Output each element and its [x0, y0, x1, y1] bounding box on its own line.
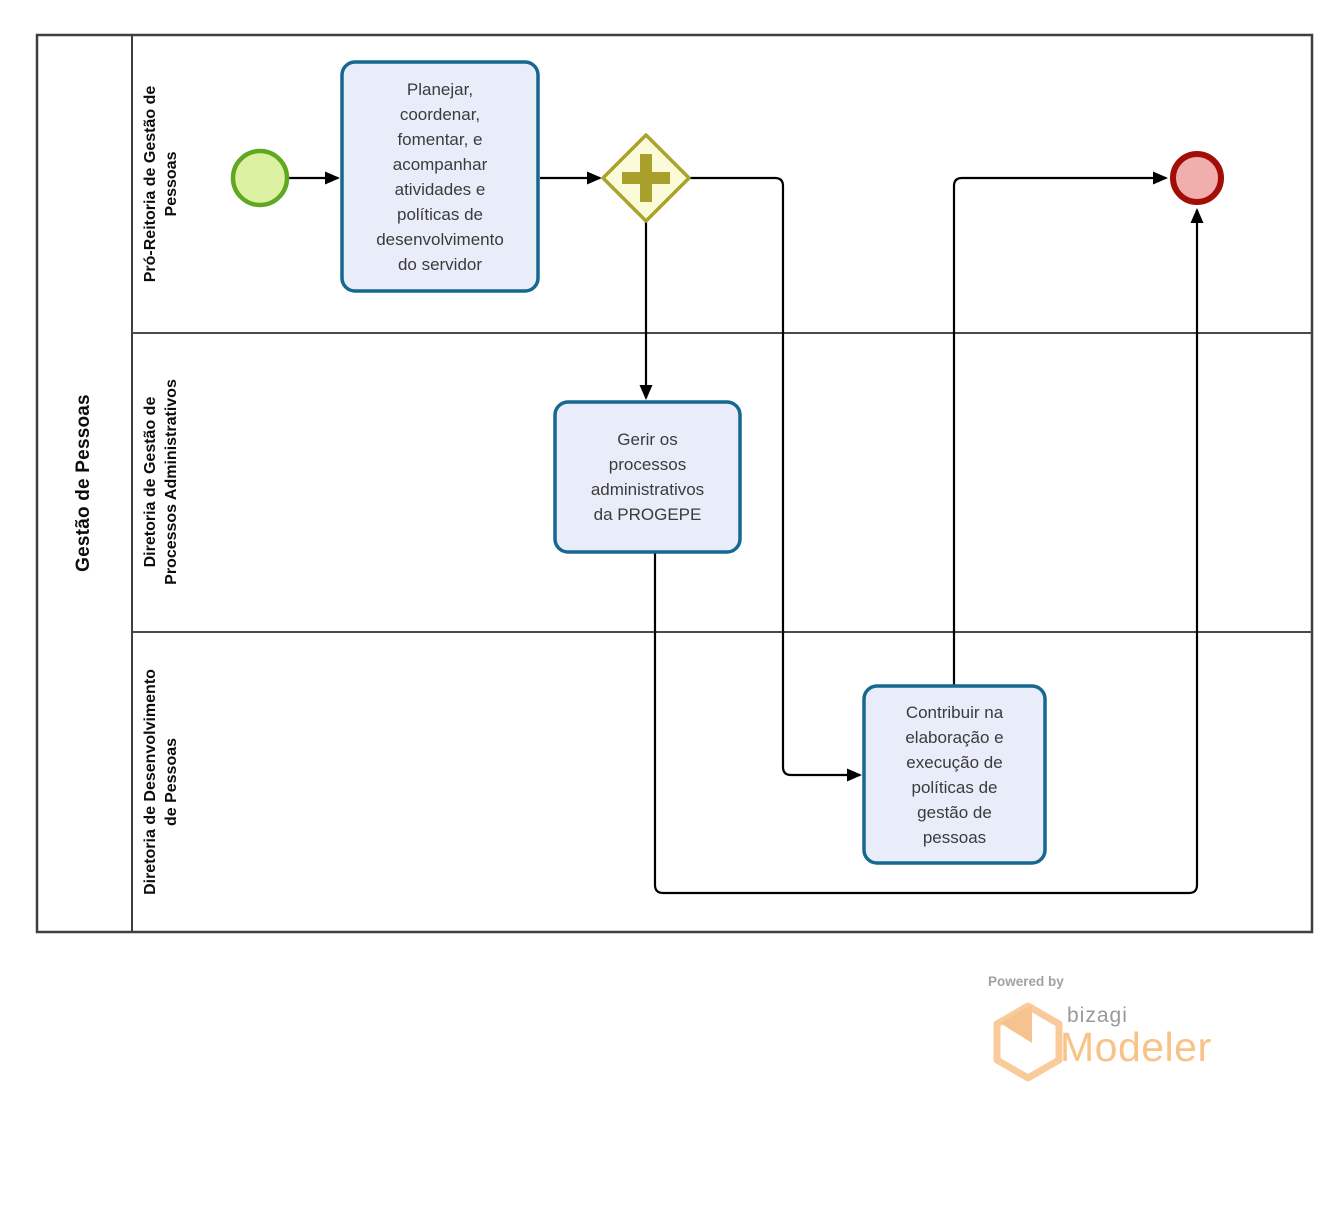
flow-gateway-to-contribuir: [690, 176, 862, 782]
pool-border: [35, 33, 1314, 934]
sequence-flows: [288, 171, 1204, 895]
flow-gerir-to-end: [653, 208, 1204, 895]
powered-by-text: Powered by: [988, 974, 1064, 989]
parallel-gateway[interactable]: [601, 133, 691, 223]
bizagi-wordmark[interactable]: bizagi: [1067, 1004, 1128, 1027]
task-planejar[interactable]: [340, 60, 540, 293]
task-contribuir[interactable]: [862, 684, 1047, 865]
plus-icon: [622, 154, 670, 202]
bizagi-logo-icon[interactable]: [993, 1002, 1063, 1082]
end-event[interactable]: [1170, 151, 1224, 205]
modeler-wordmark[interactable]: Modeler: [1060, 1024, 1212, 1070]
task-gerir[interactable]: [553, 400, 742, 554]
hexagon-fold: [1000, 1005, 1032, 1043]
hexagon-outline: [993, 1002, 1063, 1082]
start-event[interactable]: [230, 148, 290, 208]
flow-contribuir-to-end: [952, 171, 1168, 686]
